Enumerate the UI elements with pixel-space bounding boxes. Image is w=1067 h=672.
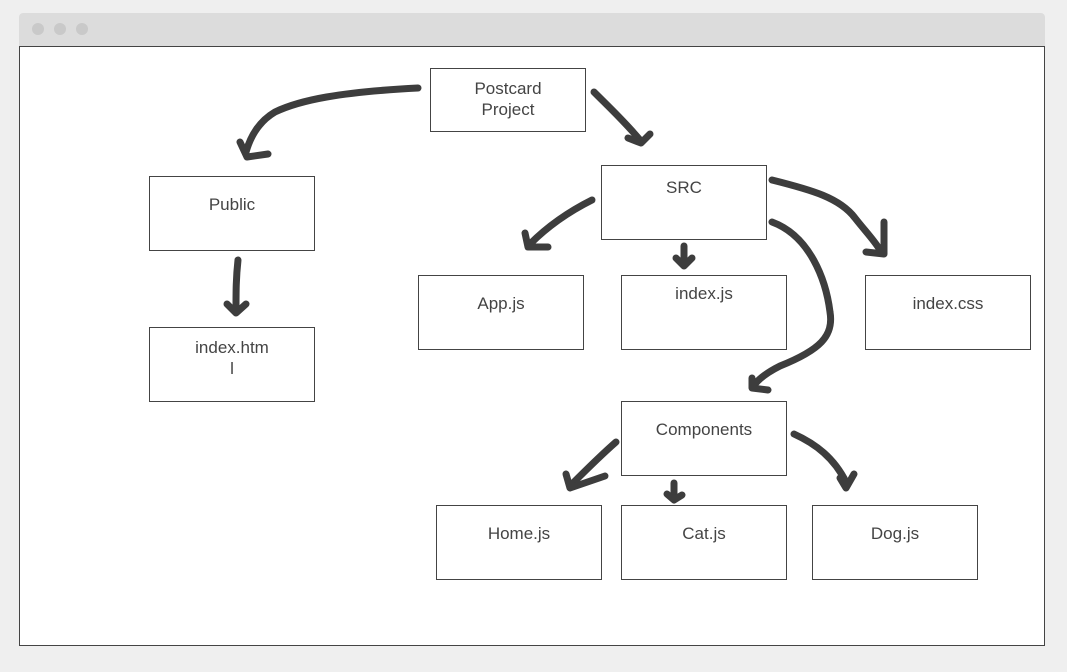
window-control-dot[interactable] [76, 23, 88, 35]
node-index-css[interactable]: index.css [865, 275, 1031, 350]
node-components[interactable]: Components [621, 401, 787, 476]
node-dog-js[interactable]: Dog.js [812, 505, 978, 580]
node-index-html[interactable]: index.htm l [149, 327, 315, 402]
node-public[interactable]: Public [149, 176, 315, 251]
node-cat-js[interactable]: Cat.js [621, 505, 787, 580]
window-control-dot[interactable] [54, 23, 66, 35]
window-control-dot[interactable] [32, 23, 44, 35]
node-home-js[interactable]: Home.js [436, 505, 602, 580]
window-titlebar [19, 13, 1045, 46]
node-app-js[interactable]: App.js [418, 275, 584, 350]
node-src[interactable]: SRC [601, 165, 767, 240]
node-postcard-project[interactable]: Postcard Project [430, 68, 586, 132]
node-index-js[interactable]: index.js [621, 275, 787, 350]
